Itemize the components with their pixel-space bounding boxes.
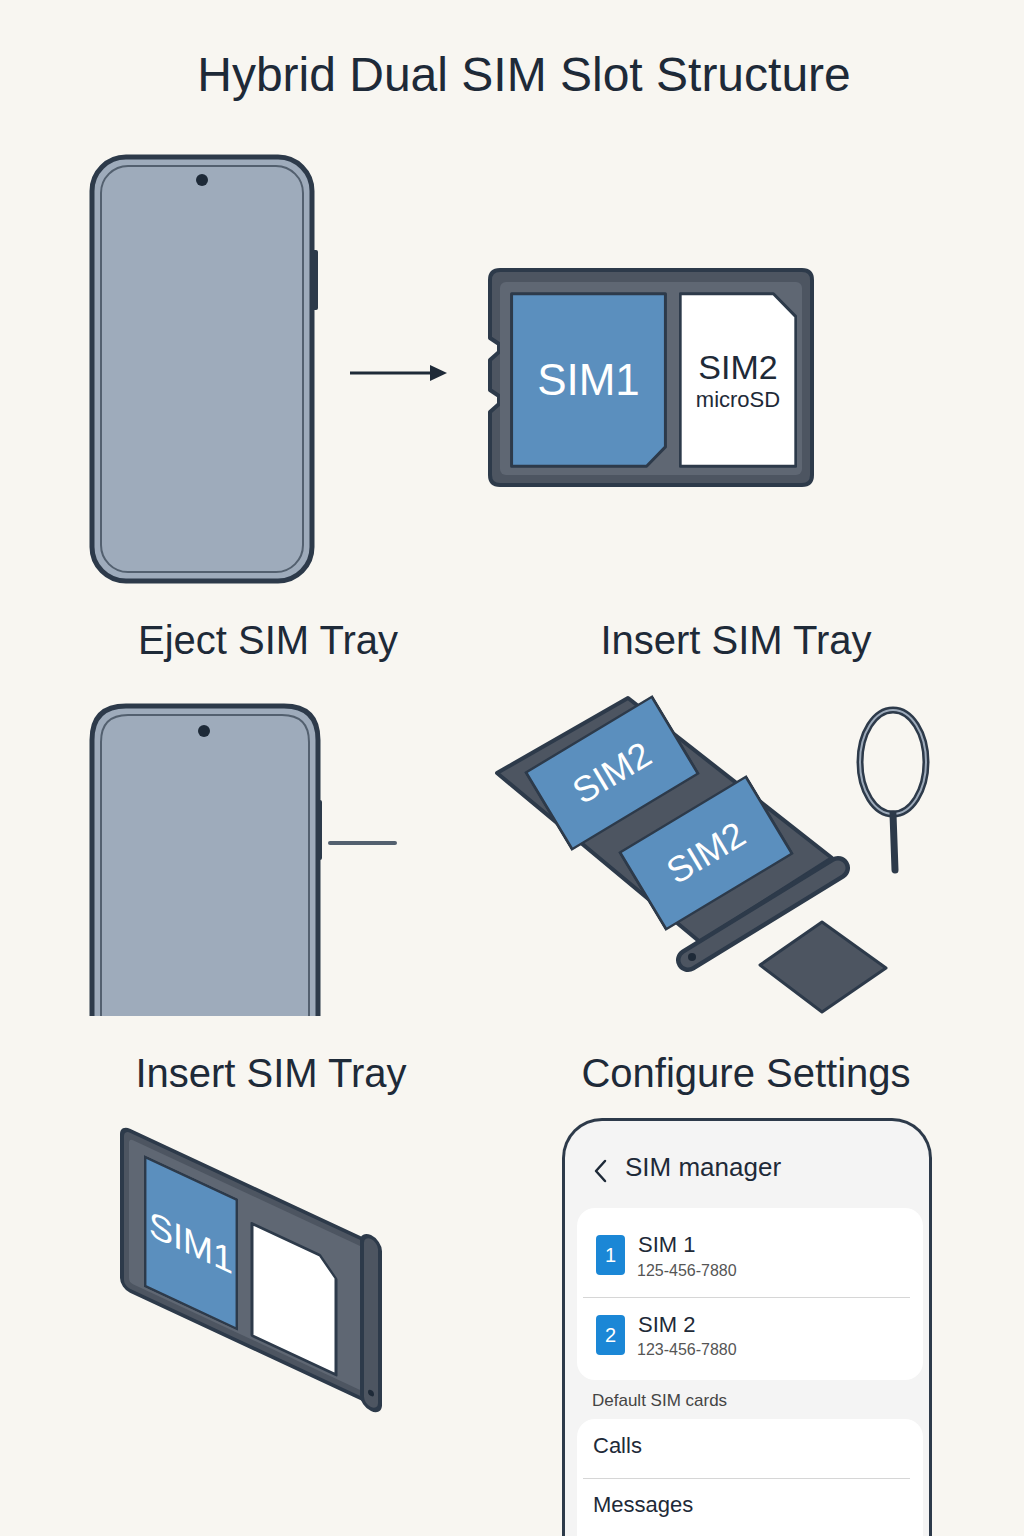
phone-number: 123-456-7880 xyxy=(637,1341,737,1359)
phone-front xyxy=(92,157,318,581)
sim-badge: 1 xyxy=(596,1235,625,1275)
screen-title: SIM manager xyxy=(625,1153,781,1183)
step-heading: Configure Settings xyxy=(581,1050,910,1096)
direction-arrow xyxy=(350,365,447,381)
list-card xyxy=(577,1208,923,1380)
phone-number: 125-456-7880 xyxy=(637,1262,737,1280)
sim-microsd-slot: SIM2microSD xyxy=(679,292,797,468)
sim-badge: 2 xyxy=(596,1315,625,1355)
section-header: Default SIM cards xyxy=(592,1391,727,1411)
divider xyxy=(583,1297,910,1298)
divider xyxy=(583,1478,910,1479)
sim-chip xyxy=(760,922,886,1012)
back-chevron xyxy=(591,1158,611,1184)
sim-name: SIM 1 xyxy=(638,1232,695,1257)
step-heading: Insert SIM Tray xyxy=(600,617,871,663)
step-heading: Eject SIM Tray xyxy=(138,617,398,663)
title: Hybrid Dual SIM Slot Structure xyxy=(197,47,851,102)
sim-name: SIM 2 xyxy=(638,1312,695,1337)
step-heading: Insert SIM Tray xyxy=(135,1050,406,1096)
setting-item: Calls xyxy=(593,1433,642,1458)
card-label: microSD xyxy=(696,387,780,412)
settings-screen: SIM manager 1 2 SIM 1 125-456-7880SIM 2 123-4… xyxy=(562,1118,932,1536)
sim-tray-skewed xyxy=(122,1121,380,1413)
card-label: SIM2 xyxy=(698,348,777,387)
sim-card: SIM1 xyxy=(510,292,667,468)
phone-eject xyxy=(92,706,395,1016)
badge-number: 2 xyxy=(605,1324,616,1347)
setting-item: Messages xyxy=(593,1492,693,1517)
eject-pin xyxy=(860,710,926,870)
card-label: SIM1 xyxy=(537,355,640,406)
badge-number: 1 xyxy=(605,1244,616,1267)
sim-tray xyxy=(490,270,812,485)
